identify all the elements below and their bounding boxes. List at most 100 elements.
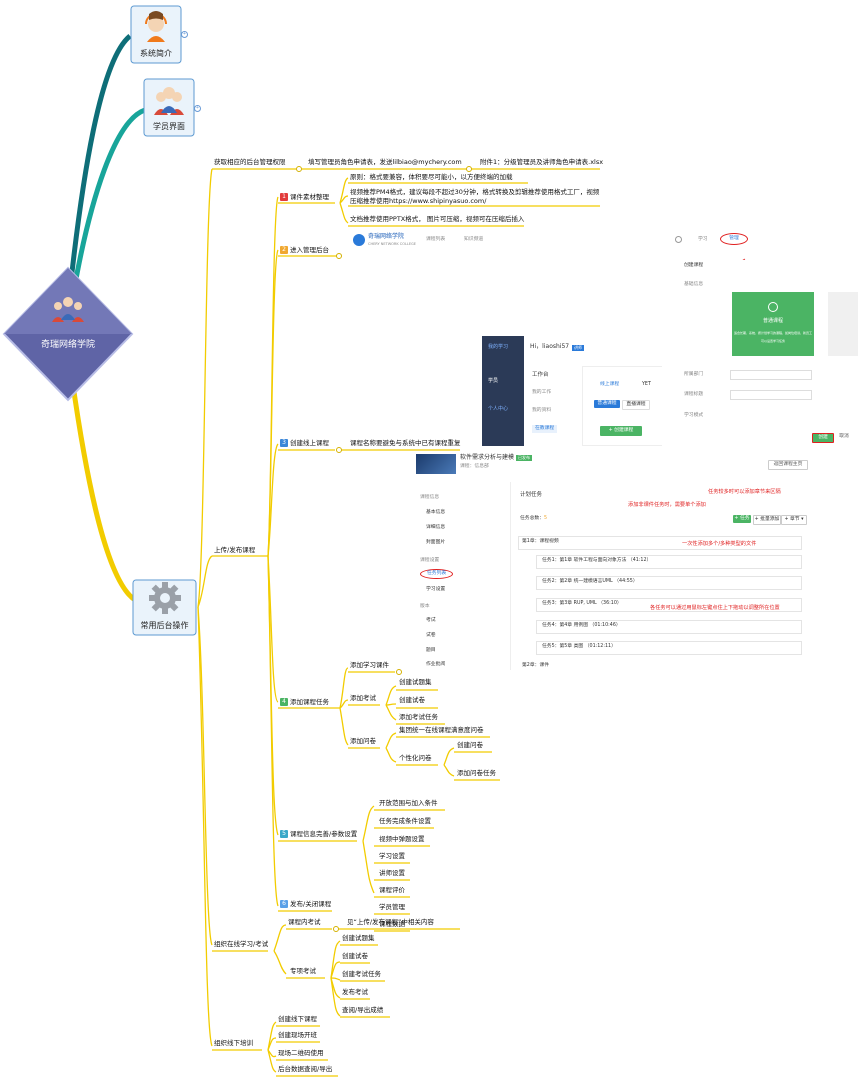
pen-icon	[768, 302, 778, 312]
ws-tab-ordinary[interactable]: 普通课程	[594, 400, 620, 408]
material-principle: 原则：格式要兼容，体积要尽可能小，以方便终端的加载	[350, 173, 513, 181]
other-course-card[interactable]	[828, 292, 858, 356]
branch-online-exam[interactable]: 组织在线学习/考试	[214, 940, 269, 948]
department-field[interactable]	[730, 370, 812, 380]
nav-study[interactable]: 学习	[698, 237, 708, 242]
survey-collective[interactable]: 集团统一在线课程满意度问卷	[399, 726, 484, 734]
admin-side-2: 基础信息	[684, 282, 704, 287]
tp-batch-add-button[interactable]: + 批量添加	[753, 515, 781, 525]
create-submit-button[interactable]: 创建	[812, 433, 834, 443]
create-cancel-button[interactable]: 取消	[839, 434, 849, 439]
ws-tab-1[interactable]: 我的学习	[488, 344, 509, 350]
branch-permissions[interactable]: 获取相应的后台管理权限	[214, 158, 286, 166]
survey-custom[interactable]: 个性化问卷	[399, 754, 432, 762]
customer-service-icon	[145, 11, 167, 42]
tp-chapter-button[interactable]: + 章节 ▾	[781, 515, 807, 525]
task-survey[interactable]: 添加问卷	[350, 737, 376, 745]
special-item-1[interactable]: 创建试题集	[342, 934, 375, 942]
tp-menu-g3-2[interactable]: 试卷	[426, 633, 436, 638]
tp-task-row-4[interactable]	[536, 620, 802, 634]
tp-task-row-5[interactable]	[536, 641, 802, 655]
tp-task-row-2[interactable]	[536, 576, 802, 590]
tp-menu-g3-0: 版本	[420, 604, 430, 609]
setting-8[interactable]: 课程数据	[379, 920, 405, 928]
setting-2[interactable]: 任务完成条件设置	[379, 817, 431, 825]
in-course-exam[interactable]: 课程内考试	[288, 918, 321, 926]
ordinary-course-card[interactable]: 普通课程 适合长期、系统、按计划学习的课程，如岗位培训，新员工学习等 可以设置学…	[732, 292, 814, 356]
setting-3[interactable]: 视频中弹题设置	[379, 835, 425, 843]
task-exam[interactable]: 添加考试	[350, 694, 376, 702]
step-4-label: 添加课程任务	[290, 698, 329, 706]
branch-upload-course[interactable]: 上传/发布课程	[214, 546, 256, 554]
task-learning[interactable]: 添加学习课件	[350, 661, 389, 669]
tp-menu-g3-3[interactable]: 题目	[426, 648, 436, 653]
nav-admin[interactable]: 管理	[720, 233, 748, 245]
special-item-5[interactable]: 查阅/导出成绩	[342, 1006, 384, 1014]
root-node[interactable]	[2, 266, 134, 402]
ws-yet: YET	[642, 382, 651, 387]
setting-7[interactable]: 学员管理	[379, 903, 405, 911]
setting-5[interactable]: 讲师设置	[379, 869, 405, 877]
expand-system-intro-icon[interactable]: +	[181, 31, 188, 38]
expand-student-ui-icon[interactable]: +	[194, 105, 201, 112]
tp-menu-g2-2[interactable]: 学习设置	[426, 587, 446, 592]
ws-create-course-button[interactable]: + 创建课程	[600, 426, 642, 436]
setting-4[interactable]: 学习设置	[379, 852, 405, 860]
tp-task-row-3[interactable]	[536, 598, 802, 612]
backend-label: 常用后台操作	[140, 621, 189, 630]
exam-item-1[interactable]: 创建试题集	[399, 678, 432, 686]
tp-task-4: 任务4：第4章 用例图 （01:10:46）	[542, 623, 621, 628]
ws-online-course[interactable]: 线上课程	[600, 382, 620, 387]
exam-item-2[interactable]: 创建试卷	[399, 696, 425, 704]
special-item-4[interactable]: 发布考试	[342, 988, 368, 996]
root-label[interactable]: 奇瑞网络学院	[40, 340, 95, 350]
special-exam[interactable]: 专项考试	[290, 967, 316, 975]
tp-menu-g2-1[interactable]: 任务列表	[420, 569, 454, 579]
tp-menu-g3-1[interactable]: 考试	[426, 618, 436, 623]
tp-chapter1-row[interactable]	[518, 536, 802, 550]
setting-6[interactable]: 课程评价	[379, 886, 405, 894]
offline-item-3[interactable]: 现场二维码使用	[278, 1049, 324, 1057]
branch-offline-training[interactable]: 组织线下培训	[214, 1039, 253, 1047]
green-card-note: 可以设置学习任务	[760, 339, 785, 343]
search-icon[interactable]	[675, 236, 682, 243]
survey-custom-item-1[interactable]: 创建问卷	[457, 741, 483, 749]
ws-tab-live[interactable]: 直播课程	[622, 400, 650, 410]
gear-icon	[149, 582, 181, 614]
exam-item-3[interactable]: 添加考试任务	[399, 713, 438, 721]
tp-status-badge: 已发布	[516, 455, 532, 461]
survey-custom-item-2[interactable]: 添加问卷任务	[457, 769, 496, 777]
course-title-field[interactable]	[730, 390, 812, 400]
ws-menu-3[interactable]: 在教课程	[532, 425, 558, 433]
tp-main-panel	[510, 482, 807, 670]
permission-attachment[interactable]: 附件1：分级管理员及讲师角色申请表.xlsx	[480, 158, 604, 166]
nav-course-list[interactable]: 课程列表	[426, 237, 446, 242]
special-item-3[interactable]: 创建考试任务	[342, 970, 381, 978]
tp-task-row-1[interactable]	[536, 555, 802, 569]
offline-item-1[interactable]: 创建线下课程	[278, 1015, 317, 1023]
tp-add-task-button[interactable]: + 任务	[733, 515, 751, 523]
tp-menu-g1-2[interactable]: 详细信息	[426, 525, 446, 530]
special-item-2[interactable]: 创建试卷	[342, 952, 368, 960]
ws-menu-1[interactable]: 我的工作	[532, 390, 552, 395]
tp-back-button[interactable]: 返回课程主页	[768, 460, 808, 470]
setting-1[interactable]: 开放范围与加入条件	[379, 799, 438, 807]
tp-menu-g1-1[interactable]: 基本信息	[426, 510, 446, 515]
green-card-title: 普通课程	[762, 318, 783, 324]
connector-dot	[396, 669, 402, 675]
tp-menu-g3-4[interactable]: 作业批阅	[426, 662, 446, 667]
ws-tab-3[interactable]: 个人中心	[488, 406, 509, 412]
ws-tab-2[interactable]: 学员	[488, 378, 499, 384]
offline-item-4[interactable]: 后台数据查阅/导出	[278, 1065, 333, 1073]
tp-task-5: 任务5：第5章 类图 （01:12:11）	[542, 644, 616, 649]
nav-knowledge[interactable]: 知识频道	[464, 237, 484, 242]
tp-menu-g1-3[interactable]: 封面图片	[426, 540, 446, 545]
ws-menu-2[interactable]: 我的资料	[532, 408, 552, 413]
offline-item-2[interactable]: 创建现场开班	[278, 1031, 317, 1039]
